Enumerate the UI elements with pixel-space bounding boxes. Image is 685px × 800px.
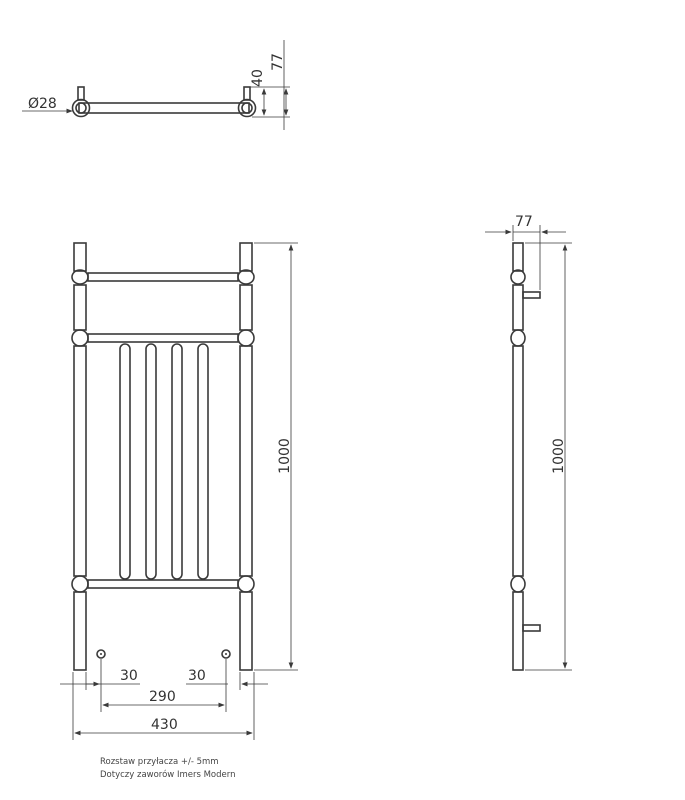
top-view-right-post [237,98,257,118]
offset-right-label: 30 [188,668,206,684]
top-view-left-valve [77,86,85,101]
side-bracket-bottom [522,624,541,632]
front-height-label: 1000 [277,438,293,474]
width-label: 430 [151,717,178,733]
front-bar-1 [119,343,131,580]
dim-77-label: 77 [270,53,286,71]
connection-left [96,649,106,659]
front-middle-rail [87,333,239,343]
diameter-label: Ø28 [28,96,57,112]
spacing-label: 290 [149,689,176,705]
dim-40-label: 40 [250,69,266,87]
front-top-rail [87,272,239,282]
side-view: 77 1000 [485,214,572,671]
front-right-post [239,591,253,671]
top-view: Ø28 40 77 [22,40,290,130]
offset-left-label: 30 [120,668,138,684]
front-left-post [73,591,87,671]
front-bar-2 [145,343,157,580]
front-bottom-rail [87,579,239,589]
front-view: 1000 30 30 290 430 [60,242,298,740]
side-depth-label: 77 [515,214,533,230]
side-bracket-top [522,291,541,299]
connection-right [221,649,231,659]
side-post [512,591,524,671]
front-bar-4 [197,343,209,580]
note-line-1: Rozstaw przyłacza +/- 5mm [100,757,219,767]
top-view-rail [78,102,250,114]
front-bar-3 [171,343,183,580]
top-view-right-valve [243,86,251,101]
note-line-2: Dotyczy zaworów Imers Modern [100,770,236,780]
side-height-label: 1000 [551,438,567,474]
top-view-left-post [71,98,91,118]
